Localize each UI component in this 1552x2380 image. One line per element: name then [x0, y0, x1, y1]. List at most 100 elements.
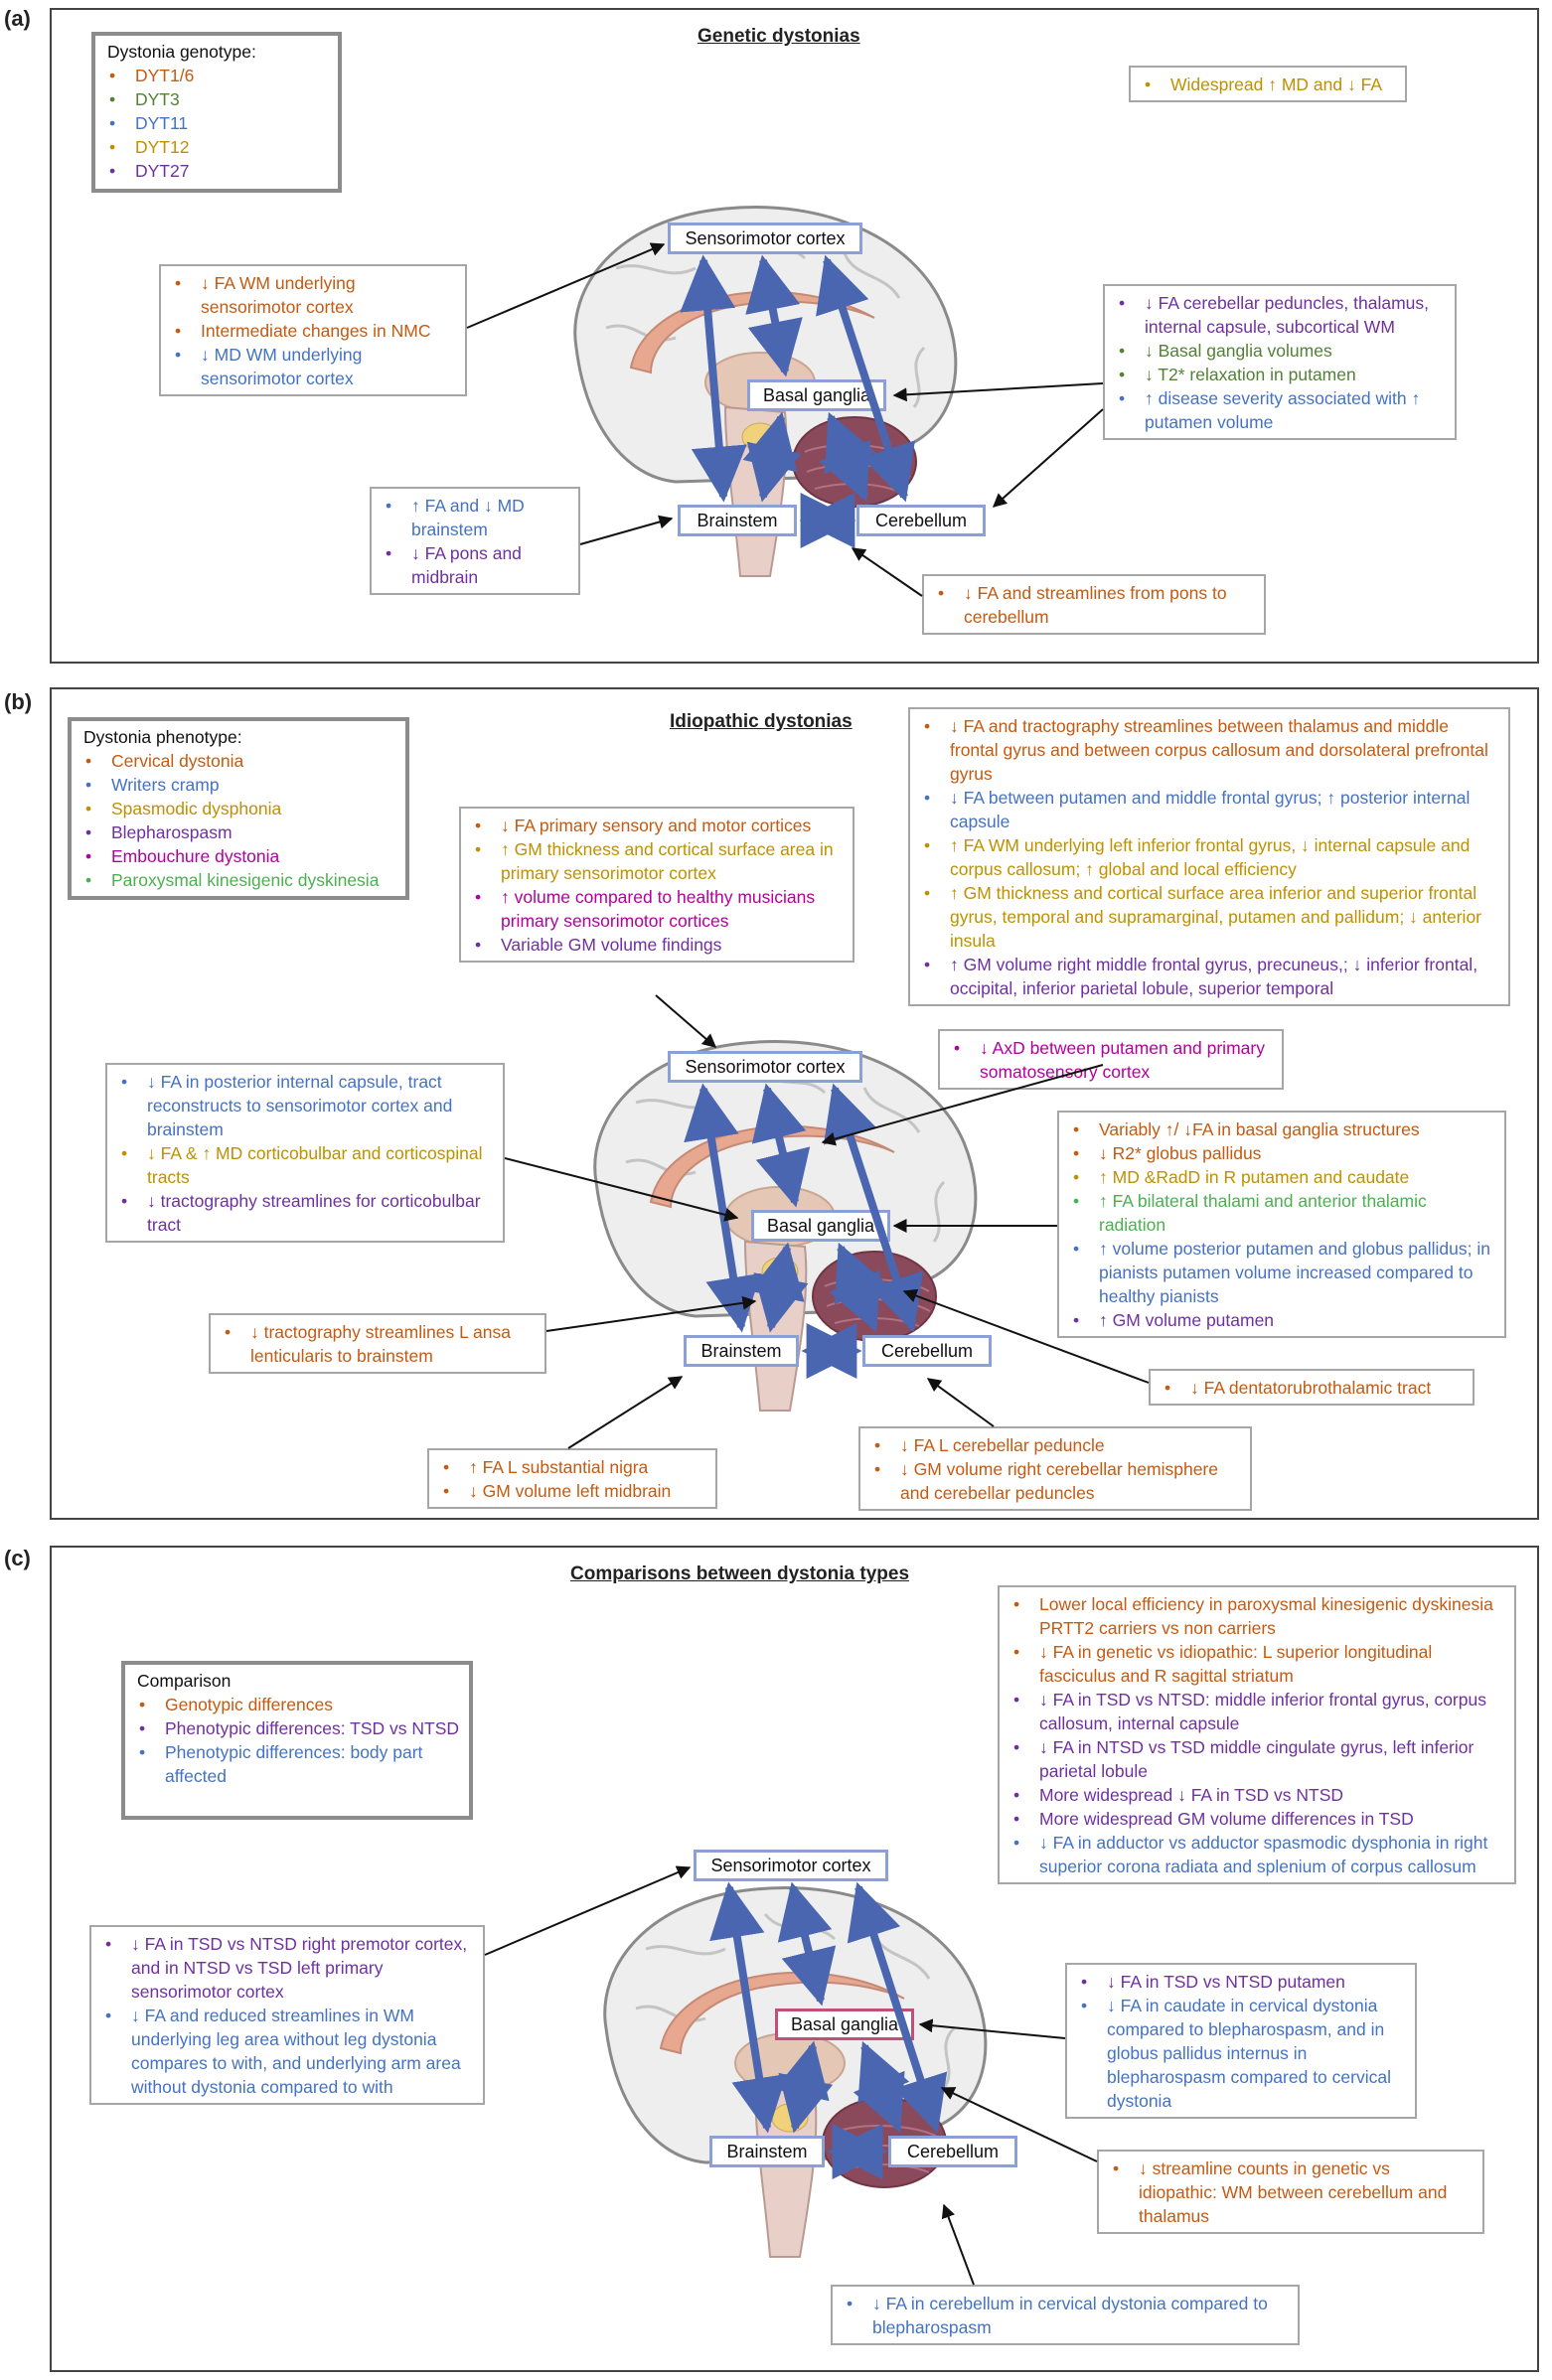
legend-heading: Dystonia genotype:: [107, 42, 256, 62]
finding-item: ↓ T2* relaxation in putamen: [1117, 363, 1445, 386]
finding-item: ↓ FA in posterior internal capsule, trac…: [119, 1070, 493, 1141]
finding-item: ↑ GM volume right middle frontal gyrus, …: [922, 953, 1498, 1000]
finding-item: ↓ GM volume left midbrain: [441, 1479, 705, 1503]
comparison-left-box: ↓ FA in TSD vs NTSD right premotor corte…: [89, 1925, 485, 2105]
finding-item: ↑ MD &RadD in R putamen and caudate: [1071, 1165, 1494, 1189]
legend-item: Paroxysmal kinesigenic dyskinesia: [83, 868, 395, 892]
finding-item: ↓ Basal ganglia volumes: [1117, 339, 1445, 363]
comparison-top-right-box: Lower local efficiency in paroxysmal kin…: [998, 1585, 1516, 1884]
sensorimotor-node: Sensorimotor cortex: [694, 1850, 888, 1881]
finding-item: ↓ tractography streamlines for corticobu…: [119, 1189, 493, 1237]
panel-b-label: (b): [4, 689, 33, 714]
legend-item: Writers cramp: [83, 773, 395, 797]
idiopathic-cortex-box: ↓ FA primary sensory and motor cortices …: [459, 807, 854, 963]
right-findings-box: ↓ FA cerebellar peduncles, thalamus, int…: [1103, 284, 1457, 440]
finding-item: ↓ AxD between putamen and primary somato…: [952, 1036, 1272, 1084]
finding-item: Variable GM volume findings: [473, 933, 843, 957]
cerebellum-node: Cerebellum: [862, 1335, 992, 1367]
panel-c-title: Comparisons between dystonia types: [570, 1563, 910, 1584]
finding-item: Lower local efficiency in paroxysmal kin…: [1011, 1592, 1504, 1640]
finding-item: More widespread ↓ FA in TSD vs NTSD: [1011, 1783, 1504, 1807]
panel-a-label: (a): [4, 6, 31, 31]
basal-ganglia-node: Basal ganglia: [775, 2008, 914, 2040]
basal-ganglia-node: Basal ganglia: [747, 379, 886, 411]
panel-b: Idiopathic dystonias: [50, 687, 1539, 1520]
panel-a: Genetic dystonias: [50, 8, 1539, 664]
finding-item: ↓ FA dentatorubrothalamic tract: [1163, 1376, 1463, 1400]
legend-heading: Dystonia phenotype:: [83, 727, 242, 747]
idiopathic-left-box: ↓ FA in posterior internal capsule, trac…: [105, 1063, 505, 1243]
finding-item: ↓ FA and tractography streamlines betwee…: [922, 714, 1498, 786]
ansa-box: ↓ tractography streamlines L ansa lentic…: [209, 1313, 546, 1374]
finding-item: ↑ GM thickness and cortical surface area…: [473, 837, 843, 885]
legend-item: DYT3: [107, 87, 328, 111]
panel-a-legend: Dystonia genotype: DYT1/6 DYT3 DYT11 DYT…: [91, 32, 342, 193]
finding-item: Widespread ↑ MD and ↓ FA: [1143, 73, 1395, 96]
finding-item: ↓ FA & ↑ MD corticobulbar and corticospi…: [119, 1141, 493, 1189]
finding-item: ↓ FA and reduced streamlines in WM under…: [103, 2004, 473, 2099]
finding-item: ↓ FA in caudate in cervical dystonia com…: [1079, 1994, 1405, 2113]
legend-item: Phenotypic differences: TSD vs NTSD: [137, 1716, 459, 1740]
panel-c: Comparisons between dystonia types: [50, 1546, 1539, 2372]
finding-item: ↓ FA in cerebellum in cervical dystonia …: [845, 2292, 1288, 2339]
cerebellum-node: Cerebellum: [856, 505, 986, 536]
brainstem-node: Brainstem: [684, 1335, 799, 1367]
brain-illustration-a: [573, 205, 958, 578]
finding-item: ↑ disease severity associated with ↑ put…: [1117, 386, 1445, 434]
finding-item: ↓ R2* globus pallidus: [1071, 1141, 1494, 1165]
panel-b-title: Idiopathic dystonias: [670, 711, 853, 732]
legend-item: Genotypic differences: [137, 1693, 459, 1716]
finding-item: ↓ streamline counts in genetic vs idiopa…: [1111, 2157, 1473, 2228]
cerebellum-node: Cerebellum: [888, 2136, 1017, 2167]
pons-findings-box: ↓ FA and streamlines from pons to cerebe…: [922, 574, 1266, 635]
brainstem-node: Brainstem: [678, 505, 797, 536]
dentato-box: ↓ FA dentatorubrothalamic tract: [1149, 1369, 1474, 1406]
legend-item: Cervical dystonia: [83, 749, 395, 773]
legend-item: Phenotypic differences: body part affect…: [137, 1740, 459, 1788]
finding-item: ↑ volume posterior putamen and globus pa…: [1071, 1237, 1494, 1308]
finding-item: Intermediate changes in NMC: [173, 319, 455, 343]
panel-c-legend: Comparison Genotypic differences Phenoty…: [121, 1661, 473, 1820]
finding-item: ↓ FA cerebellar peduncles, thalamus, int…: [1117, 291, 1445, 339]
sensorimotor-node: Sensorimotor cortex: [668, 223, 862, 254]
nigra-box: ↑ FA L substantial nigra ↓ GM volume lef…: [427, 1448, 717, 1509]
finding-item: ↓ FA in TSD vs NTSD right premotor corte…: [103, 1932, 473, 2004]
idiopathic-top-right-box: ↓ FA and tractography streamlines betwee…: [908, 707, 1510, 1006]
finding-item: ↑ FA L substantial nigra: [441, 1455, 705, 1479]
finding-item: ↓ FA in TSD vs NTSD: middle inferior fro…: [1011, 1688, 1504, 1735]
streamline-box: ↓ streamline counts in genetic vs idiopa…: [1097, 2150, 1484, 2234]
panel-b-legend: Dystonia phenotype: Cervical dystonia Wr…: [68, 717, 409, 900]
brainstem-node: Brainstem: [709, 2136, 825, 2167]
finding-item: ↓ tractography streamlines L ansa lentic…: [223, 1320, 535, 1368]
finding-item: ↓ FA between putamen and middle frontal …: [922, 786, 1498, 833]
finding-item: ↓ FA in NTSD vs TSD middle cingulate gyr…: [1011, 1735, 1504, 1783]
basal-ganglia-node: Basal ganglia: [751, 1210, 890, 1242]
finding-item: ↓ GM volume right cerebellar hemisphere …: [872, 1457, 1240, 1505]
axd-box: ↓ AxD between putamen and primary somato…: [938, 1029, 1284, 1090]
cerebellar-box: ↓ FA L cerebellar peduncle ↓ GM volume r…: [858, 1426, 1252, 1511]
finding-item: ↑ GM thickness and cortical surface area…: [922, 881, 1498, 953]
finding-item: ↑ GM volume putamen: [1071, 1308, 1494, 1332]
comparison-bottom-box: ↓ FA in cerebellum in cervical dystonia …: [831, 2285, 1300, 2345]
cortex-findings-box: ↓ FA WM underlying sensorimotor cortex I…: [159, 264, 467, 396]
sensorimotor-node: Sensorimotor cortex: [668, 1051, 862, 1083]
finding-item: More widespread GM volume differences in…: [1011, 1807, 1504, 1831]
finding-item: ↑ FA bilateral thalami and anterior thal…: [1071, 1189, 1494, 1237]
finding-item: ↓ FA and streamlines from pons to cerebe…: [936, 581, 1254, 629]
legend-item: DYT1/6: [107, 64, 328, 87]
finding-item: ↓ MD WM underlying sensorimotor cortex: [173, 343, 455, 390]
legend-item: Spasmodic dysphonia: [83, 797, 395, 820]
panel-a-title: Genetic dystonias: [698, 26, 860, 47]
legend-item: DYT27: [107, 159, 328, 183]
finding-item: ↓ FA in genetic vs idiopathic: L superio…: [1011, 1640, 1504, 1688]
idiopathic-right-box: Variably ↑/ ↓FA in basal ganglia structu…: [1057, 1111, 1506, 1338]
finding-item: ↓ FA primary sensory and motor cortices: [473, 814, 843, 837]
finding-item: ↓ FA pons and midbrain: [384, 541, 568, 589]
finding-item: ↑ FA and ↓ MD brainstem: [384, 494, 568, 541]
brainstem-findings-box: ↑ FA and ↓ MD brainstem ↓ FA pons and mi…: [370, 487, 580, 595]
finding-item: ↓ FA WM underlying sensorimotor cortex: [173, 271, 455, 319]
legend-item: Blepharospasm: [83, 820, 395, 844]
legend-item: Embouchure dystonia: [83, 844, 395, 868]
finding-item: ↓ FA in adductor vs adductor spasmodic d…: [1011, 1831, 1504, 1878]
legend-heading: Comparison: [137, 1671, 232, 1691]
